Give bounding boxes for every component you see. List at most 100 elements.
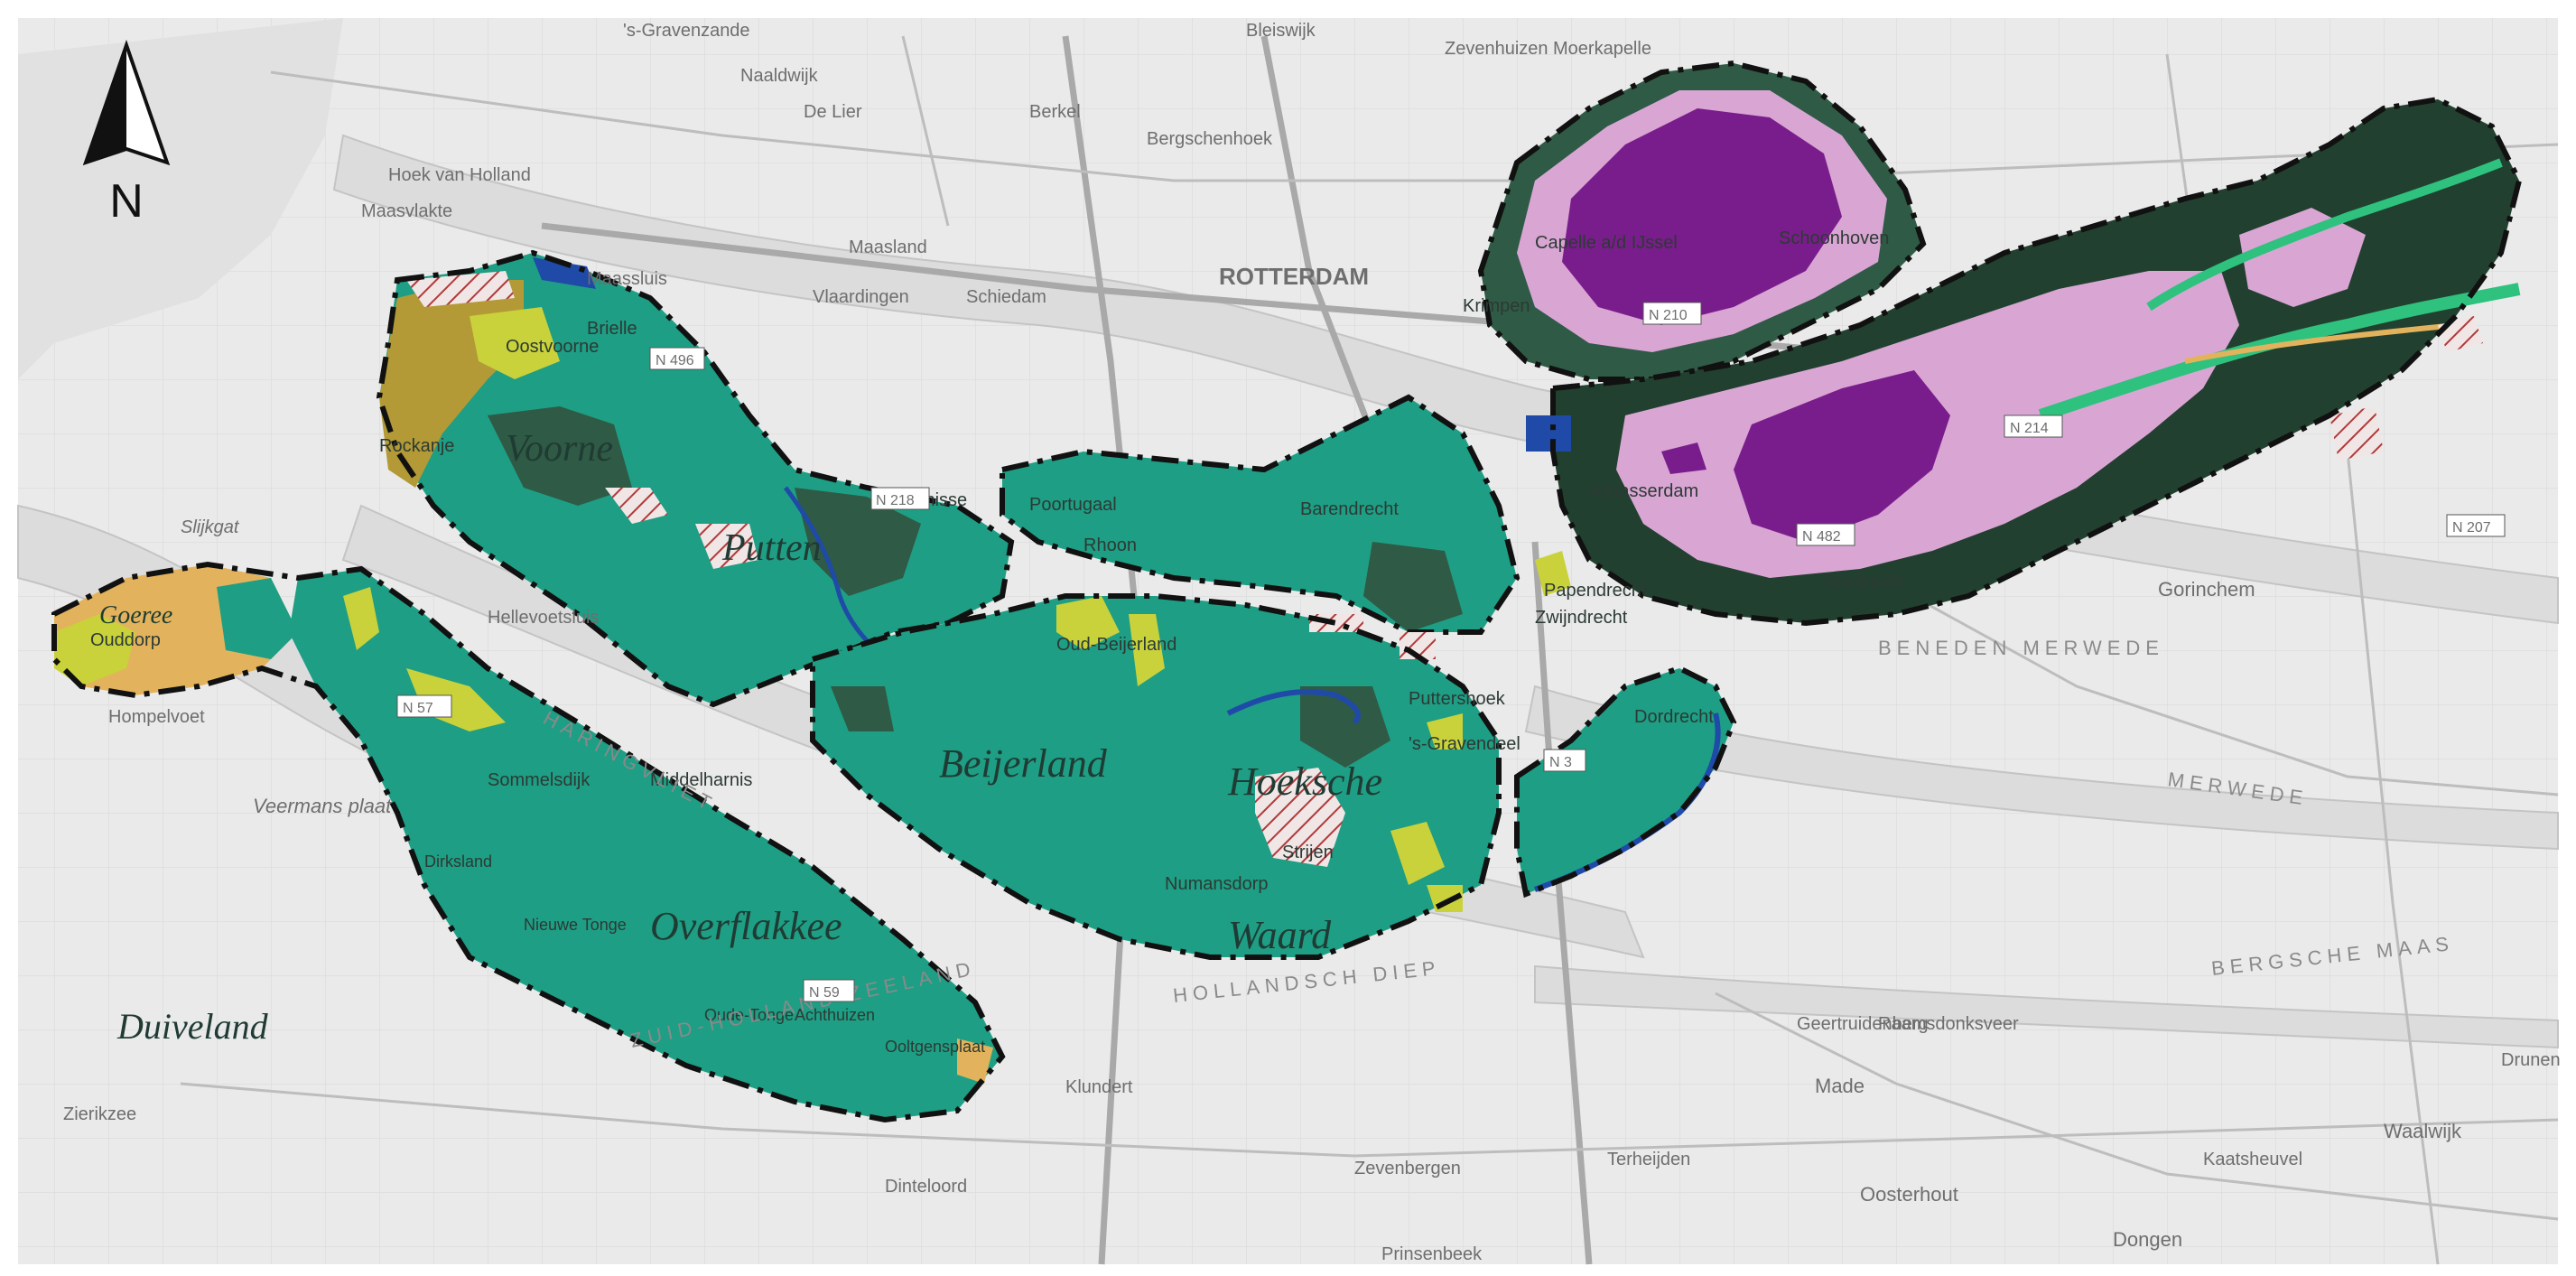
zone-hoeksche-dark [1300, 686, 1390, 768]
place-krimpen: Krimpen [1463, 296, 1530, 316]
zone-ijsselmonde-yellow [1535, 551, 1571, 596]
place-terheijden: Terheijden [1607, 1150, 1690, 1169]
zone-alblasserwaard-blue [1526, 415, 1571, 452]
place-maasvlakte: Maasvlakte [361, 201, 452, 221]
place-s-gravendeel: 's-Gravendeel [1409, 734, 1520, 754]
place-oostvoorne: Oostvoorne [506, 337, 599, 357]
place-middelharnis: Middelharnis [650, 770, 752, 790]
zone-alblasserwaard-hatch [2330, 406, 2384, 461]
place-naaldwijk: Naaldwijk [740, 66, 819, 86]
region-label-voorne: Voorne [506, 428, 613, 470]
zone-voorne-blue [533, 257, 596, 289]
zone-hoeksche-yellow-3 [1390, 822, 1445, 885]
road-badge: N 482 [1796, 523, 1855, 546]
zone-voorne-dark [488, 406, 632, 506]
place-dirksland: Dirksland [424, 852, 492, 871]
place-rockanje: Rockanje [379, 436, 454, 456]
zone-ijsselmonde-dark [1363, 542, 1463, 632]
zone-alblasserwaard-green-band [2038, 283, 2521, 422]
place-sliedrecht: Sliedrecht [1824, 572, 1904, 591]
place-achthuizen: Achthuizen [795, 1006, 875, 1024]
place-dordrecht: Dordrecht [1634, 707, 1714, 727]
place-made: Made [1815, 1075, 1865, 1097]
region-label-beijerland: Beijerland [939, 741, 1108, 786]
zone-goeree-teal [217, 578, 298, 659]
place-hoek-van-holland: Hoek van Holland [388, 165, 531, 185]
place-sommelsdijk: Sommelsdijk [488, 770, 591, 790]
zone-putten-dark [795, 488, 921, 596]
place-berkel: Berkel [1029, 102, 1081, 122]
zone-krimpenerwaard-border [1477, 60, 1927, 382]
place-zwijndrecht: Zwijndrecht [1535, 608, 1628, 628]
place-poortugaal: Poortugaal [1029, 495, 1117, 515]
place-oud-beijerland: Oud-Beijerland [1056, 635, 1176, 655]
zone-overflakkee-border [51, 561, 1006, 1123]
svg-text:N 57: N 57 [403, 701, 433, 716]
zone-alblasserwaard-border [1550, 96, 2523, 627]
north-arrow-label: N [109, 175, 144, 228]
place-rhoon: Rhoon [1083, 536, 1137, 555]
place-ouddorp: Ouddorp [90, 630, 161, 650]
place-oosterhout: Oosterhout [1860, 1183, 1958, 1206]
road-badge: N 218 [870, 487, 930, 510]
zone-ijsselmonde-border [1000, 394, 1520, 635]
place-zierikzee: Zierikzee [63, 1104, 136, 1124]
zone-hoeksche-yellow-4 [1427, 885, 1463, 912]
zone-voorne-hatch [605, 488, 668, 524]
place-brielle: Brielle [587, 319, 637, 339]
svg-text:N 496: N 496 [656, 353, 694, 368]
place-geertruidenberg: Geertruidenberg [1797, 1014, 1929, 1034]
place-moerkapelle: Moerkapelle [1553, 39, 1651, 59]
place-zevenhuizen: Zevenhuizen [1445, 39, 1548, 59]
zone-hoeksche-dark-2 [831, 686, 894, 731]
zone-hoeksche-waard-border [810, 593, 1502, 960]
road-badge: N 207 [2446, 514, 2506, 537]
zone-dordrecht-border [1514, 665, 1737, 899]
place-capelle: Capelle a/d IJssel [1535, 233, 1678, 253]
place-de-lier: De Lier [804, 102, 862, 122]
zone-hoeksche-yellow-2 [1129, 614, 1165, 686]
road-badges: N 57 N 218 N 496 N 59 N 3 N 482 N 214 N … [396, 302, 2506, 1002]
place-numansdorp: Numansdorp [1165, 874, 1269, 894]
north-arrow: N [82, 39, 171, 228]
place-schoonhoven: Schoonhoven [1779, 228, 1889, 248]
place-papendrecht: Papendrecht [1544, 581, 1647, 601]
place-klundert: Klundert [1065, 1077, 1133, 1097]
place-schiedam: Schiedam [966, 287, 1046, 307]
svg-text:N 210: N 210 [1649, 308, 1688, 323]
place-puttershoek: Puttershoek [1409, 689, 1506, 709]
place-labels: ROTTERDAM Schiedam Vlaardingen Maassluis… [63, 21, 2561, 1264]
place-gorinchem: Gorinchem [2158, 578, 2255, 601]
zone-alblasserwaard-purple-2 [1661, 442, 1706, 474]
zone-voorne-hatch-top [406, 271, 515, 307]
place-maasland: Maasland [849, 238, 927, 257]
north-sea [18, 18, 343, 379]
zone-hoeksche-yellow-5 [1427, 713, 1463, 750]
place-s-gravenzande: 's-Gravenzande [623, 21, 750, 41]
road-badge: N 210 [1642, 302, 1702, 325]
zone-alblasserwaard-pink-east [2239, 208, 2366, 307]
zone-krimpen-purple [1562, 108, 1842, 325]
place-hompelvoet: Hompelvoet [108, 707, 205, 727]
zone-hoeksche-yellow [1056, 596, 1120, 650]
water-veermansplaat: Veermans plaat [253, 795, 392, 817]
zone-voorne-creek [783, 486, 878, 652]
place-waalwijk: Waalwijk [2384, 1120, 2462, 1142]
zone-overflakkee-yellow-2 [343, 587, 379, 650]
svg-text:N 59: N 59 [809, 985, 840, 1001]
zone-alblasserwaard-green-band-2 [2146, 158, 2503, 312]
zone-alblasserwaard-purple [1734, 370, 1950, 542]
road-badge: N 214 [2004, 414, 2063, 438]
svg-text:N 218: N 218 [876, 493, 915, 508]
region-labels: Voorne Putten Goeree Overflakkee Beijerl… [99, 428, 1382, 1047]
place-dongen: Dongen [2113, 1228, 2182, 1251]
place-drunen: Drunen [2501, 1050, 2561, 1070]
place-rotterdam: ROTTERDAM [1219, 263, 1369, 290]
zone-goeree-yellow [54, 614, 135, 686]
place-hellevoetsluis: Hellevoetsluis [488, 608, 599, 628]
region-label-duiveland: Duiveland [116, 1006, 269, 1047]
place-prinsenbeek: Prinsenbeek [1381, 1244, 1483, 1264]
zone-voorne-yellow [470, 307, 560, 379]
place-vlaardingen: Vlaardingen [813, 287, 909, 307]
